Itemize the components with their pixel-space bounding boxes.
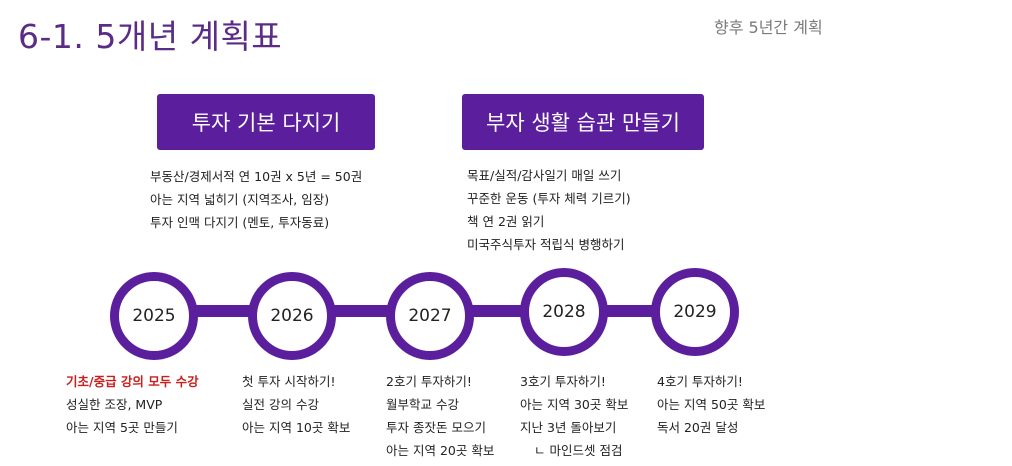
goal-item: 투자 인맥 다지기 (멘토, 투자동료) — [150, 215, 330, 230]
goal-box-investment-basics: 투자 기본 다지기 — [157, 94, 375, 150]
year-circle-2025: 2025 — [110, 272, 198, 360]
plan-item: 성실한 조장, MVP — [66, 397, 163, 412]
goal-item: 미국주식투자 적립식 병행하기 — [467, 237, 625, 252]
plan-item: 첫 투자 시작하기! — [242, 374, 336, 389]
goal-item: 책 연 2권 읽기 — [467, 214, 545, 229]
goal-list-rich-habits: 목표/실적/감사일기 매일 쓰기 꾸준한 운동 (투자 체력 기르기) 책 연 … — [467, 164, 631, 256]
plan-item-highlight: 기초/중급 강의 모두 수강 — [66, 374, 199, 389]
plan-item: 지난 3년 돌아보기 — [520, 420, 617, 435]
goal-box-rich-habits: 부자 생활 습관 만들기 — [462, 94, 704, 150]
year-circle-2027: 2027 — [386, 272, 474, 360]
goal-item: 부동산/경제서적 연 10권 x 5년 = 50권 — [150, 169, 363, 184]
year-circle-2029: 2029 — [651, 268, 739, 356]
plan-item: 독서 20권 달성 — [657, 420, 739, 435]
year-plan-2025: 기초/중급 강의 모두 수강 성실한 조장, MVP 아는 지역 5곳 만들기 — [66, 370, 199, 439]
plan-item: 3호기 투자하기! — [520, 374, 606, 389]
plan-item: 월부학교 수강 — [386, 397, 459, 412]
year-circle-2026: 2026 — [248, 272, 336, 360]
plan-item: 실전 강의 수강 — [242, 397, 319, 412]
plan-item: ㄴ 마인드셋 점검 — [534, 443, 623, 458]
plan-item: 2호기 투자하기! — [386, 374, 472, 389]
goal-item: 꾸준한 운동 (투자 체력 기르기) — [467, 191, 631, 206]
year-plan-2027: 2호기 투자하기! 월부학교 수강 투자 종잣돈 모으기 아는 지역 20곳 확… — [386, 370, 494, 462]
goal-list-investment-basics: 부동산/경제서적 연 10권 x 5년 = 50권 아는 지역 넓히기 (지역조… — [150, 165, 362, 234]
year-plan-2029: 4호기 투자하기! 아는 지역 50곳 확보 독서 20권 달성 — [657, 370, 765, 439]
year-plan-2026: 첫 투자 시작하기! 실전 강의 수강 아는 지역 10곳 확보 — [242, 370, 350, 439]
plan-item: 투자 종잣돈 모으기 — [386, 420, 486, 435]
goal-item: 목표/실적/감사일기 매일 쓰기 — [467, 168, 622, 183]
plan-item: 아는 지역 5곳 만들기 — [66, 420, 178, 435]
year-circle-2028: 2028 — [520, 268, 608, 356]
plan-item: 4호기 투자하기! — [657, 374, 743, 389]
year-plan-2028: 3호기 투자하기! 아는 지역 30곳 확보 지난 3년 돌아보기 ㄴ 마인드셋… — [520, 370, 628, 462]
plan-item: 아는 지역 30곳 확보 — [520, 397, 629, 412]
plan-item: 아는 지역 10곳 확보 — [242, 420, 351, 435]
page-subtitle: 향후 5년간 계획 — [714, 18, 823, 37]
plan-item: 아는 지역 50곳 확보 — [657, 397, 766, 412]
goal-item: 아는 지역 넓히기 (지역조사, 임장) — [150, 192, 330, 207]
plan-item: 아는 지역 20곳 확보 — [386, 443, 495, 458]
page-title: 6-1. 5개년 계획표 — [18, 17, 283, 56]
